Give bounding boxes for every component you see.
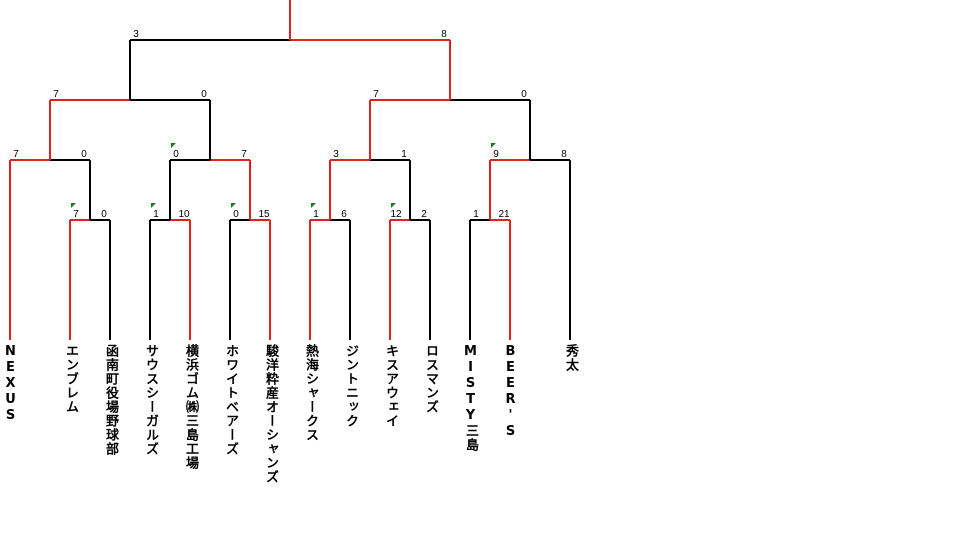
score-label: 10	[178, 209, 190, 220]
score-label: 7	[73, 209, 79, 220]
team-name: BEER'S	[503, 344, 518, 440]
team-name: キスアウェイ	[383, 344, 398, 428]
score-label: 0	[81, 149, 87, 160]
team-name: 秀太	[563, 344, 578, 372]
score-label: 15	[258, 209, 270, 220]
score-label: 7	[53, 89, 59, 100]
score-label: 3	[333, 149, 339, 160]
score-label: 7	[13, 149, 19, 160]
team-name: サウスシーガルズ	[143, 344, 158, 456]
score-label: 0	[201, 89, 207, 100]
team-name: エンブレム	[63, 344, 78, 414]
flag-icon	[71, 203, 76, 208]
team-name: NEXUS	[3, 344, 18, 424]
score-label: 0	[173, 149, 179, 160]
score-label: 3	[133, 29, 139, 40]
team-name: ジントニック	[343, 344, 358, 428]
score-label: 1	[313, 209, 319, 220]
team-name: 駿洋粋産オーシャンズ	[263, 344, 278, 484]
team-name: MISTY三島	[463, 344, 478, 452]
flag-icon	[151, 203, 156, 208]
score-label: 1	[153, 209, 159, 220]
flag-icon	[171, 143, 176, 148]
score-label: 1	[473, 209, 479, 220]
score-label: 12	[390, 209, 402, 220]
score-label: 0	[101, 209, 107, 220]
score-label: 7	[241, 149, 247, 160]
flag-icon	[311, 203, 316, 208]
team-name: 熱海シャークス	[303, 344, 318, 442]
team-name: 函南町役場野球部	[103, 344, 118, 456]
score-label: 1	[401, 149, 407, 160]
score-label: 7	[373, 89, 379, 100]
score-label: 21	[498, 209, 510, 220]
team-name: ロスマンズ	[423, 344, 438, 414]
flag-icon	[391, 203, 396, 208]
score-label: 8	[561, 149, 567, 160]
flag-icon	[231, 203, 236, 208]
score-label: 0	[233, 209, 239, 220]
flag-icon	[491, 143, 496, 148]
score-label: 0	[521, 89, 527, 100]
score-label: 9	[493, 149, 499, 160]
team-name: 横浜ゴム㈱三島工場	[183, 344, 198, 470]
team-name: ホワイトベアーズ	[223, 344, 238, 456]
score-label: 2	[421, 209, 427, 220]
score-label: 8	[441, 29, 447, 40]
score-label: 6	[341, 209, 347, 220]
